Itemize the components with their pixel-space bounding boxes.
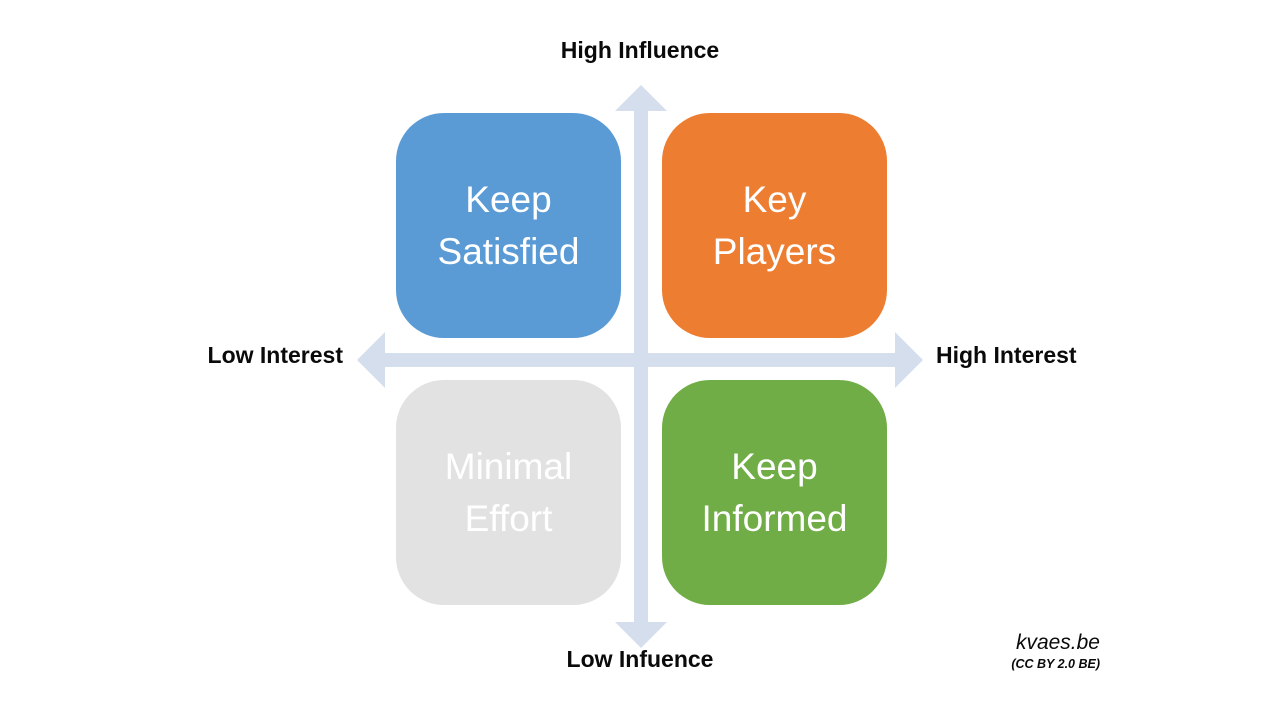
arrow-up-icon	[615, 85, 667, 111]
quadrant-keep-satisfied-label: Keep Satisfied	[437, 178, 580, 272]
arrow-left-icon	[357, 332, 385, 388]
quadrant-key-players: Key Players	[662, 113, 887, 338]
axis-label-high-interest: High Interest	[936, 342, 1077, 368]
arrow-down-icon	[615, 622, 667, 648]
quadrant-keep-informed-label: Keep Informed	[701, 445, 848, 539]
quadrant-keep-satisfied: Keep Satisfied	[396, 113, 621, 338]
horizontal-axis-line	[384, 353, 896, 367]
attribution-license: (CC BY 2.0 BE)	[1011, 657, 1100, 671]
axis-label-high-influence: High Influence	[560, 37, 720, 63]
attribution: kvaes.be (CC BY 2.0 BE)	[1011, 630, 1100, 673]
quadrant-keep-informed: Keep Informed	[662, 380, 887, 605]
arrow-right-icon	[895, 332, 923, 388]
axis-label-low-interest: Low Interest	[207, 342, 343, 368]
attribution-site: kvaes.be	[1015, 631, 1100, 654]
quadrant-key-players-label: Key Players	[712, 178, 837, 272]
axis-label-low-influence: Low Infuence	[566, 646, 714, 672]
quadrant-minimal-effort-label: Minimal Effort	[444, 445, 573, 539]
quadrant-minimal-effort: Minimal Effort	[396, 380, 621, 605]
